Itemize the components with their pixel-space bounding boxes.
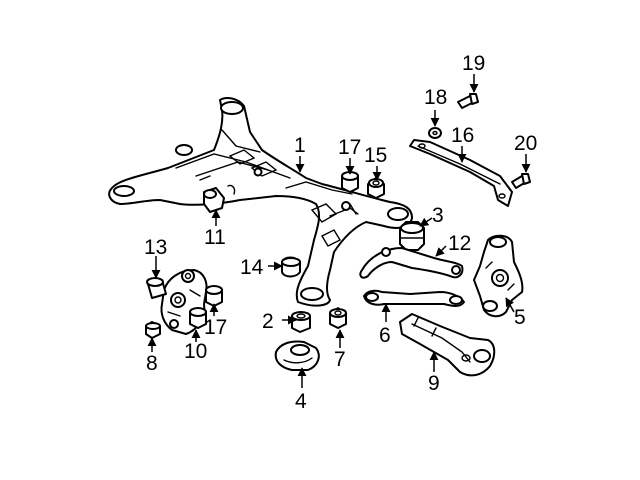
mount-4 <box>274 340 320 371</box>
callout-11: 11 <box>204 226 226 249</box>
subframe-crossmember <box>108 97 413 307</box>
callout-13: 13 <box>144 236 167 259</box>
arrow-12 <box>435 245 447 257</box>
callout-1: 1 <box>294 134 306 157</box>
control-arm-12 <box>359 247 464 279</box>
callout-17-lower: 17 <box>204 316 227 339</box>
bushing-8 <box>145 321 161 339</box>
bushing-2 <box>291 311 311 333</box>
callout-14: 14 <box>240 256 264 279</box>
callout-16: 16 <box>451 124 474 147</box>
callout-labels: 1 2 3 4 5 6 7 8 9 10 11 12 13 14 15 16 1… <box>144 52 537 413</box>
arrow-5 <box>505 297 515 313</box>
bushing-15 <box>367 177 385 199</box>
knuckle-5 <box>473 234 524 318</box>
control-arm-6 <box>363 289 465 307</box>
bushing-7 <box>329 307 347 329</box>
callout-17-upper: 17 <box>338 136 361 159</box>
callout-4: 4 <box>295 390 307 413</box>
bolt-20 <box>511 173 531 189</box>
callout-6: 6 <box>379 324 391 347</box>
lower-arm-9 <box>399 313 496 377</box>
callout-12: 12 <box>448 232 471 255</box>
callout-18: 18 <box>424 86 447 109</box>
bolt-19 <box>457 93 479 109</box>
bushing-11 <box>203 187 225 213</box>
brace-16 <box>409 139 513 207</box>
callout-19: 19 <box>462 52 485 75</box>
mount-14 <box>281 256 301 278</box>
callout-7: 7 <box>334 348 346 371</box>
leader-arrows <box>147 74 531 388</box>
mount-3 <box>399 221 425 251</box>
callout-15: 15 <box>364 144 387 167</box>
callout-8: 8 <box>146 352 158 375</box>
bushing-10 <box>189 307 207 329</box>
callout-9: 9 <box>428 372 440 395</box>
callout-2: 2 <box>262 310 274 333</box>
bushing-13 <box>146 277 167 299</box>
bushing-17-upper <box>341 171 359 193</box>
callout-10: 10 <box>184 340 207 363</box>
callout-3: 3 <box>432 204 444 227</box>
arrow-3 <box>419 217 433 227</box>
bushing-17-lower <box>205 285 223 307</box>
callout-5: 5 <box>514 306 526 329</box>
washer-18 <box>428 127 442 139</box>
callout-20: 20 <box>514 132 537 155</box>
